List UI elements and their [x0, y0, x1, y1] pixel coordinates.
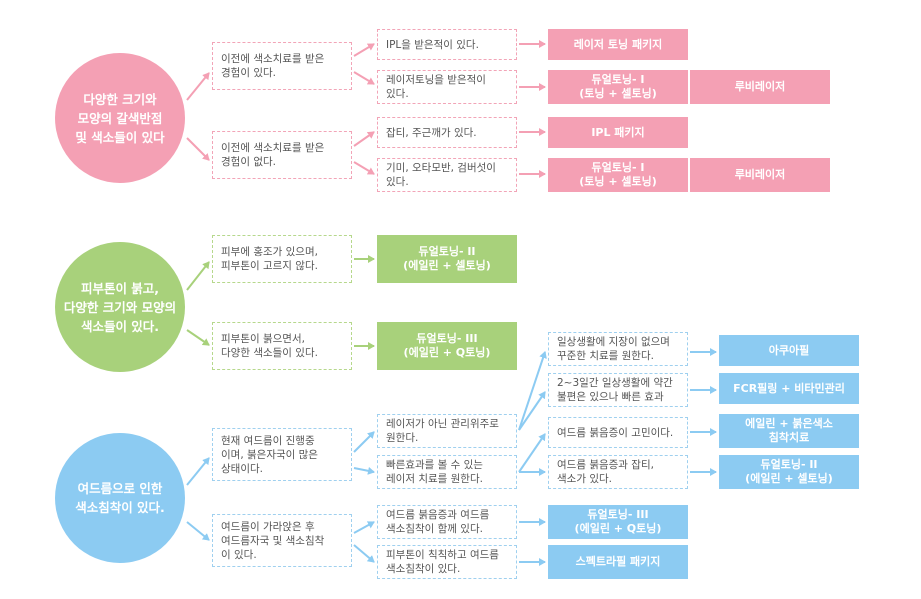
blue-sub-1: 레이저가 아닌 관리위주로 원한다. — [377, 414, 517, 448]
blue-result-aileen-red-pigment: 에일린 + 붉은색소 침착치료 — [719, 414, 859, 448]
arrow-pink-1 — [186, 137, 210, 161]
pink-result-laser-toning: 레이저 토닝 패키지 — [548, 29, 688, 60]
arrow-blue-17 — [353, 466, 375, 475]
blue-sub-4: 피부톤이 칙칙하고 여드름 색소침착이 있다. — [377, 545, 517, 579]
pink-sub-1: IPL을 받은적이 있다. — [377, 29, 517, 60]
blue-condition-2: 여드름이 가라앉은 후 여드름자국 및 색소침착 이 있다. — [212, 514, 352, 567]
pink-result-ruby-laser: 루비레이저 — [690, 70, 830, 104]
pink-condition-2: 이전에 색소치료를 받은 경험이 없다. — [212, 131, 352, 179]
blue-sub-2: 빠른효과를 볼 수 있는 레이저 치료를 원한다. — [377, 455, 517, 489]
pink-category-circle: 다양한 크기와 모양의 갈색반점 및 색소들이 있다 — [55, 53, 185, 183]
blue-result-fcr-peeling: FCR필링 + 비타민관리 — [719, 373, 859, 404]
blue-result-dual-toning-2: 듀얼토닝- II (에일린 + 셀토닝) — [719, 455, 859, 489]
arrow-blue-16 — [353, 431, 375, 453]
arrow-pink-5 — [353, 161, 375, 175]
pink-result-ipl-package: IPL 패키지 — [548, 117, 688, 148]
arrow-blue-21 — [518, 391, 546, 431]
pink-sub-3: 잡티, 주근깨가 있다. — [377, 117, 517, 148]
arrow-blue-14 — [186, 457, 210, 486]
green-result-dual-toning-3: 듀얼토닝- III (에일린 + Q토닝) — [377, 322, 517, 370]
pink-result-ruby-laser-b: 루비레이저 — [690, 158, 830, 192]
blue-result-dual-toning-3: 듀얼토닝- III (에일린 + Q토닝) — [548, 505, 688, 539]
blue-detail-2: 2~3일간 일상생활에 약간 불편은 있으나 빠른 효과 — [548, 373, 688, 407]
blue-detail-3: 여드름 붉음증이 고민이다. — [548, 417, 688, 448]
arrow-pink-0 — [186, 72, 210, 101]
arrow-pink-2 — [353, 43, 375, 57]
blue-result-aqua-peel: 아쿠아필 — [719, 335, 859, 366]
arrow-pink-4 — [353, 131, 375, 147]
blue-category-circle: 여드름으로 인한 색소침착이 있다. — [55, 433, 185, 563]
green-condition-2: 피부톤이 붉으면서, 다양한 색소들이 있다. — [212, 322, 352, 370]
blue-result-spectra-peel: 스펙트라필 패키지 — [548, 545, 688, 579]
arrow-blue-22 — [518, 433, 546, 473]
pink-sub-2: 레이저토닝을 받은적이 있다. — [377, 70, 517, 104]
blue-sub-3: 여드름 붉음증과 여드름 색소침착이 함께 있다. — [377, 505, 517, 539]
arrow-pink-3 — [353, 71, 375, 85]
arrow-blue-15 — [186, 521, 210, 541]
pink-result-dual-toning-1: 듀얼토닝- I (토닝 + 셀토닝) — [548, 70, 688, 104]
green-result-dual-toning-2: 듀얼토닝- II (에일린 + 셀토닝) — [377, 235, 517, 283]
blue-condition-1: 현재 여드름이 진행중 이며, 붉은자국이 많은 상태이다. — [212, 428, 352, 481]
arrow-green-11 — [186, 329, 210, 346]
arrow-blue-20 — [518, 351, 547, 431]
arrow-blue-18 — [353, 521, 375, 534]
pink-sub-4: 기미, 오타모반, 검버섯이 있다. — [377, 158, 517, 192]
arrow-blue-19 — [353, 544, 375, 563]
pink-condition-1: 이전에 색소치료를 받은 경험이 있다. — [212, 42, 352, 90]
pink-result-dual-toning-1b: 듀얼토닝- I (토닝 + 셀토닝) — [548, 158, 688, 192]
green-category-circle: 피부톤이 붉고, 다양한 크기와 모양의 색소들이 있다. — [55, 242, 185, 372]
green-condition-1: 피부에 홍조가 있으며, 피부톤이 고르지 않다. — [212, 235, 352, 283]
blue-detail-1: 일상생활에 지장이 없으며 꾸준한 치료를 원한다. — [548, 332, 688, 366]
arrow-green-10 — [186, 261, 210, 291]
blue-detail-4: 여드름 붉음증과 잡티, 색소가 있다. — [548, 455, 688, 489]
